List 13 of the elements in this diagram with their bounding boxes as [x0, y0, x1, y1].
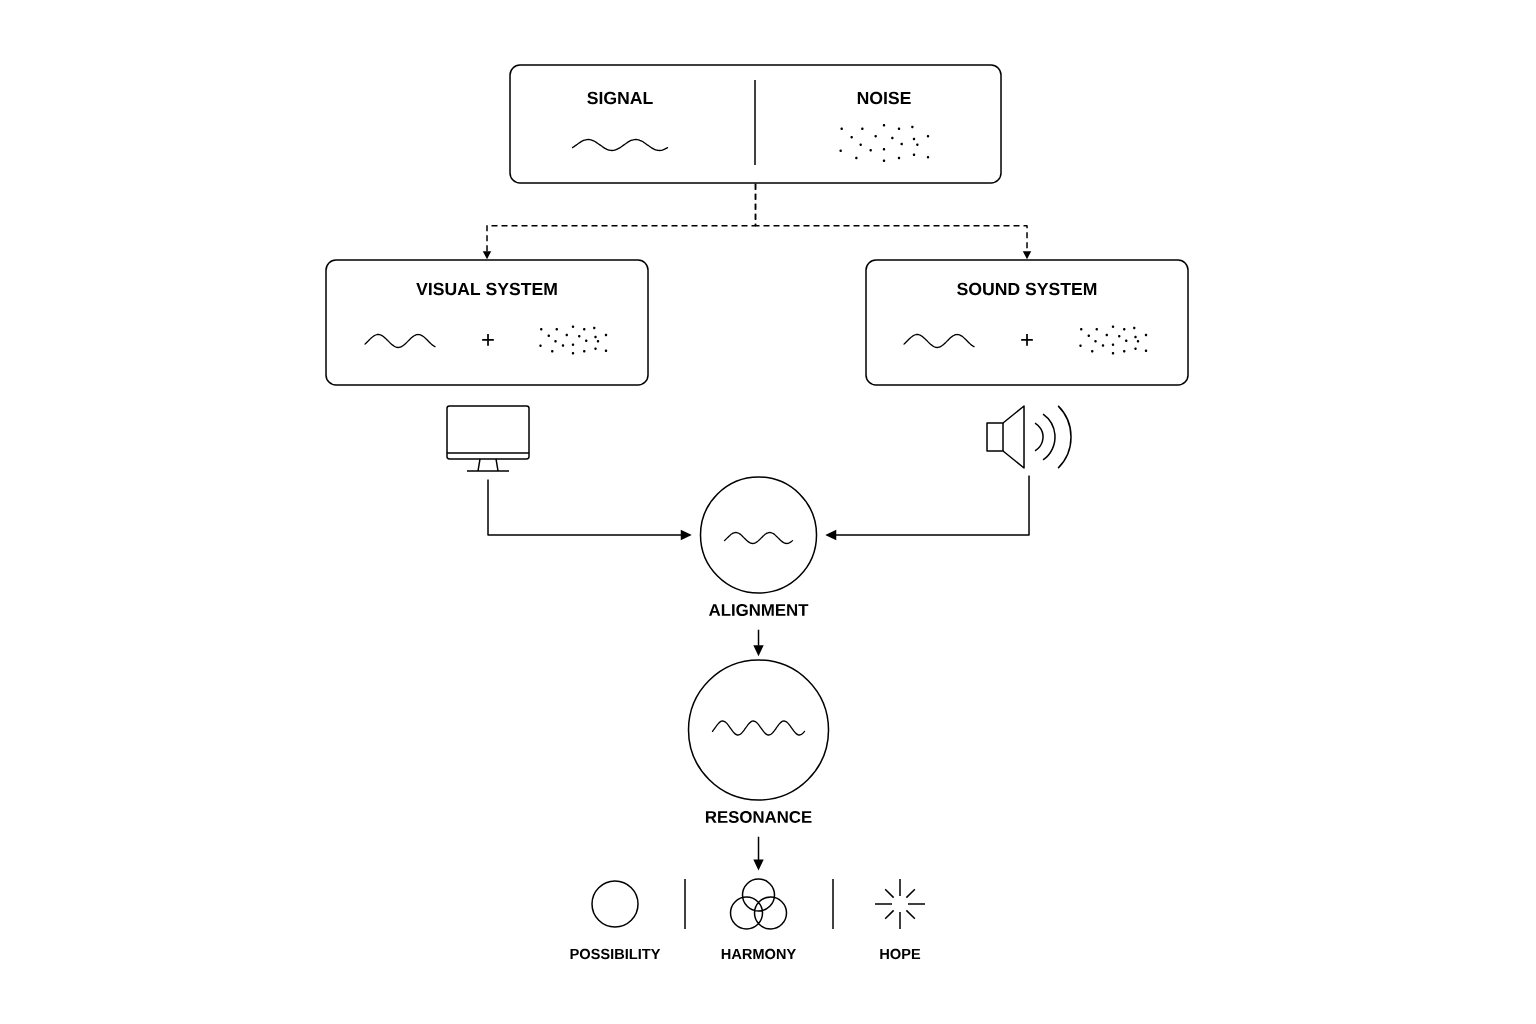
- panel-title: SOUND SYSTEM: [957, 282, 1097, 296]
- panel-title: VISUAL SYSTEM: [416, 282, 557, 296]
- icon-caption: POSSIBILITY: [570, 948, 661, 960]
- plus-sign: +: [1021, 334, 1033, 346]
- node-label: ALIGNMENT: [709, 604, 809, 616]
- icon-caption: HOPE: [880, 948, 921, 960]
- node-label: RESONANCE: [705, 811, 812, 823]
- icon-caption: HARMONY: [721, 948, 796, 960]
- speaker-icon: [986, 405, 1072, 469]
- monitor-icon: [446, 405, 530, 472]
- plus-sign: +: [482, 334, 494, 346]
- panel-title: SIGNAL: [587, 91, 653, 105]
- panel-title: NOISE: [857, 91, 911, 105]
